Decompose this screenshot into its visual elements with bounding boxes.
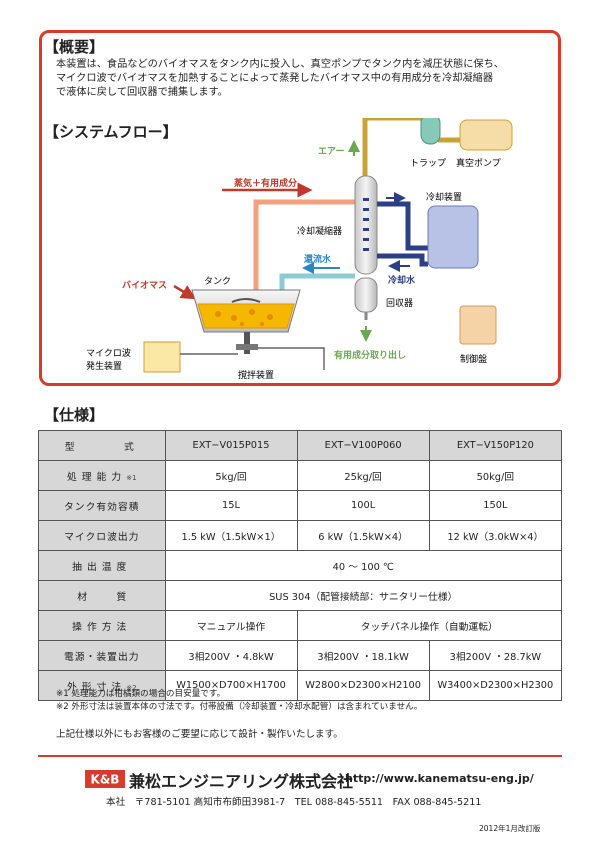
table-row: 型 式 EXT−V015P015 EXT−V100P060 EXT−V150P1…: [38, 430, 563, 461]
steam-label: 蒸気＋有用成分: [234, 177, 297, 189]
spec-cell: 25kg/回: [296, 460, 430, 491]
note-line: ※2 外形寸法は装置本体の寸法です。付帯設備（冷却装置・冷却水配管）は含まれてい…: [56, 702, 423, 712]
spec-cell: 150L: [428, 490, 563, 521]
spec-cell: SUS 304（配管接続部：サニタリー仕様）: [164, 580, 563, 611]
collector-icon: [354, 277, 378, 313]
spec-label: マイクロ波出力: [38, 520, 166, 551]
overview-panel: [39, 30, 561, 386]
overview-line: で液体に戻して回収器で捕集します。: [56, 87, 228, 98]
spec-label: 抽出温度: [38, 550, 166, 581]
spec-label: 電源・装置出力: [38, 640, 166, 671]
extract-label: 有用成分取り出し: [334, 349, 406, 361]
control-panel-label: 制御盤: [460, 353, 487, 365]
model-header: EXT−V100P060: [296, 430, 430, 461]
overview-line: マイクロ波でバイオマスを加熱することによって蒸発したバイオマス中の有用成分を冷却…: [56, 73, 494, 84]
spec-label: 外形寸法※2: [38, 670, 166, 701]
cooling-pipe-upper: [377, 201, 428, 251]
table-row: マイクロ波出力 1.5 kW（1.5kW×1） 6 kW（1.5kW×4） 12…: [38, 520, 563, 551]
spec-cell: タッチパネル操作（自動運転）: [296, 610, 562, 641]
trap-label: トラップ: [410, 158, 446, 169]
tank-label: タンク: [204, 276, 231, 287]
spec-cell: W2800×D2300×H2100: [296, 670, 430, 701]
company-address: 本社 〒781-5101 高知市布師田3981-7 TEL 088-845-55…: [106, 797, 482, 808]
table-row: 処理能力※1 5kg/回 25kg/回 50kg/回: [38, 460, 563, 491]
company-logo: K&B: [85, 770, 125, 788]
company-url[interactable]: http://www.kanematsu-eng.jp/: [345, 772, 534, 785]
company-name: 兼松エンジニアリング株式会社: [129, 772, 354, 791]
spec-cell: W3400×D2300×H2300: [428, 670, 563, 701]
spec-cell: 50kg/回: [428, 460, 563, 491]
condenser-label: 冷却凝縮器: [297, 225, 342, 237]
custom-order-note: 上記仕様以外にもお客様のご要望に応じて設計・製作いたします。: [56, 729, 343, 740]
vacuum-pump-label: 真空ポンプ: [456, 157, 501, 169]
model-header: EXT−V015P015: [164, 430, 298, 461]
microwave-generator-icon: [143, 341, 181, 373]
condenser-icon: [354, 175, 378, 275]
spec-label: 操作方法: [38, 610, 166, 641]
cooler-label: 冷却装置: [426, 191, 462, 203]
model-header: EXT−V150P120: [428, 430, 563, 461]
spec-cell: 3相200V ・28.7kW: [428, 640, 563, 671]
control-panel-icon: [459, 305, 497, 345]
cooling-water-label: 冷却水: [388, 274, 416, 286]
spec-cell: 3相200V ・18.1kW: [296, 640, 430, 671]
air-label: エアー: [318, 146, 344, 157]
spec-cell: 3相200V ・4.8kW: [164, 640, 298, 671]
spec-label: 材 質: [38, 580, 166, 611]
table-row: 電源・装置出力 3相200V ・4.8kW 3相200V ・18.1kW 3相2…: [38, 640, 563, 671]
stirrer-icon: [244, 332, 250, 354]
system-flow-diagram: エアー トラップ 真空ポンプ 蒸気＋有用成分 冷却凝縮器 冷却装置 冷却水 還流…: [86, 118, 513, 380]
tank-contents: [197, 303, 295, 329]
cooler-icon: [427, 205, 479, 269]
return-water-label: 還流水: [304, 253, 332, 265]
revision-date: 2012年1月改訂版: [479, 824, 541, 833]
spec-cell: 6 kW（1.5kW×4）: [296, 520, 430, 551]
overview-line: 本装置は、食品などのバイオマスをタンク内に投入し、真空ポンプでタンク内を減圧状態…: [56, 59, 504, 70]
spec-label: 型 式: [38, 430, 166, 461]
trap-icon: [420, 118, 441, 145]
spec-label: タンク有効容積: [38, 490, 166, 521]
return-pipe: [279, 273, 355, 290]
cooling-pipe-lower: [377, 253, 428, 267]
microwave-label-2: 発生装置: [86, 360, 122, 372]
table-row: 操作方法 マニュアル操作 タッチパネル操作（自動運転）: [38, 610, 562, 641]
overview-heading: 【概要】: [44, 38, 105, 56]
spec-cell: マニュアル操作: [164, 610, 298, 641]
table-row: 抽出温度 40 ～ 100 ℃: [38, 550, 563, 581]
stirrer-label: 撹拌装置: [238, 369, 274, 380]
spec-table: 型 式 EXT−V015P015 EXT−V100P060 EXT−V150P1…: [38, 430, 563, 701]
spec-cell: 5kg/回: [164, 460, 298, 491]
spec-cell: 12 kW（3.0kW×4）: [428, 520, 563, 551]
microwave-label-1: マイクロ波: [86, 347, 131, 359]
footer-divider: [38, 755, 562, 757]
collector-label: 回収器: [386, 297, 413, 309]
note-line: ※1 処理能力は柑橘類の場合の目安量です。: [56, 689, 226, 699]
biomass-arrow: [173, 284, 197, 300]
spec-heading: 【仕様】: [44, 406, 105, 424]
table-row: 材 質 SUS 304（配管接続部：サニタリー仕様）: [38, 580, 563, 611]
steam-pipe: [253, 199, 355, 290]
overview-text: 本装置は、食品などのバイオマスをタンク内に投入し、真空ポンプでタンク内を減圧状態…: [56, 58, 556, 100]
vacuum-pump-icon: [459, 119, 513, 151]
spec-cell: 15L: [164, 490, 298, 521]
biomass-label: バイオマス: [122, 280, 167, 291]
spec-cell: 1.5 kW（1.5kW×1）: [164, 520, 298, 551]
svg-text:K&B: K&B: [91, 773, 120, 787]
spec-notes: ※1 処理能力は柑橘類の場合の目安量です。 ※2 外形寸法は装置本体の寸法です。…: [56, 688, 422, 714]
table-row: タンク有効容積 15L 100L 150L: [38, 490, 563, 521]
spec-label: 処理能力※1: [38, 460, 166, 491]
table-row: 外形寸法※2 W1500×D700×H1700 W2800×D2300×H210…: [38, 670, 563, 701]
spec-cell: 40 ～ 100 ℃: [164, 550, 563, 581]
flow-heading: 【システムフロー】: [44, 123, 178, 141]
spec-cell: 100L: [296, 490, 430, 521]
